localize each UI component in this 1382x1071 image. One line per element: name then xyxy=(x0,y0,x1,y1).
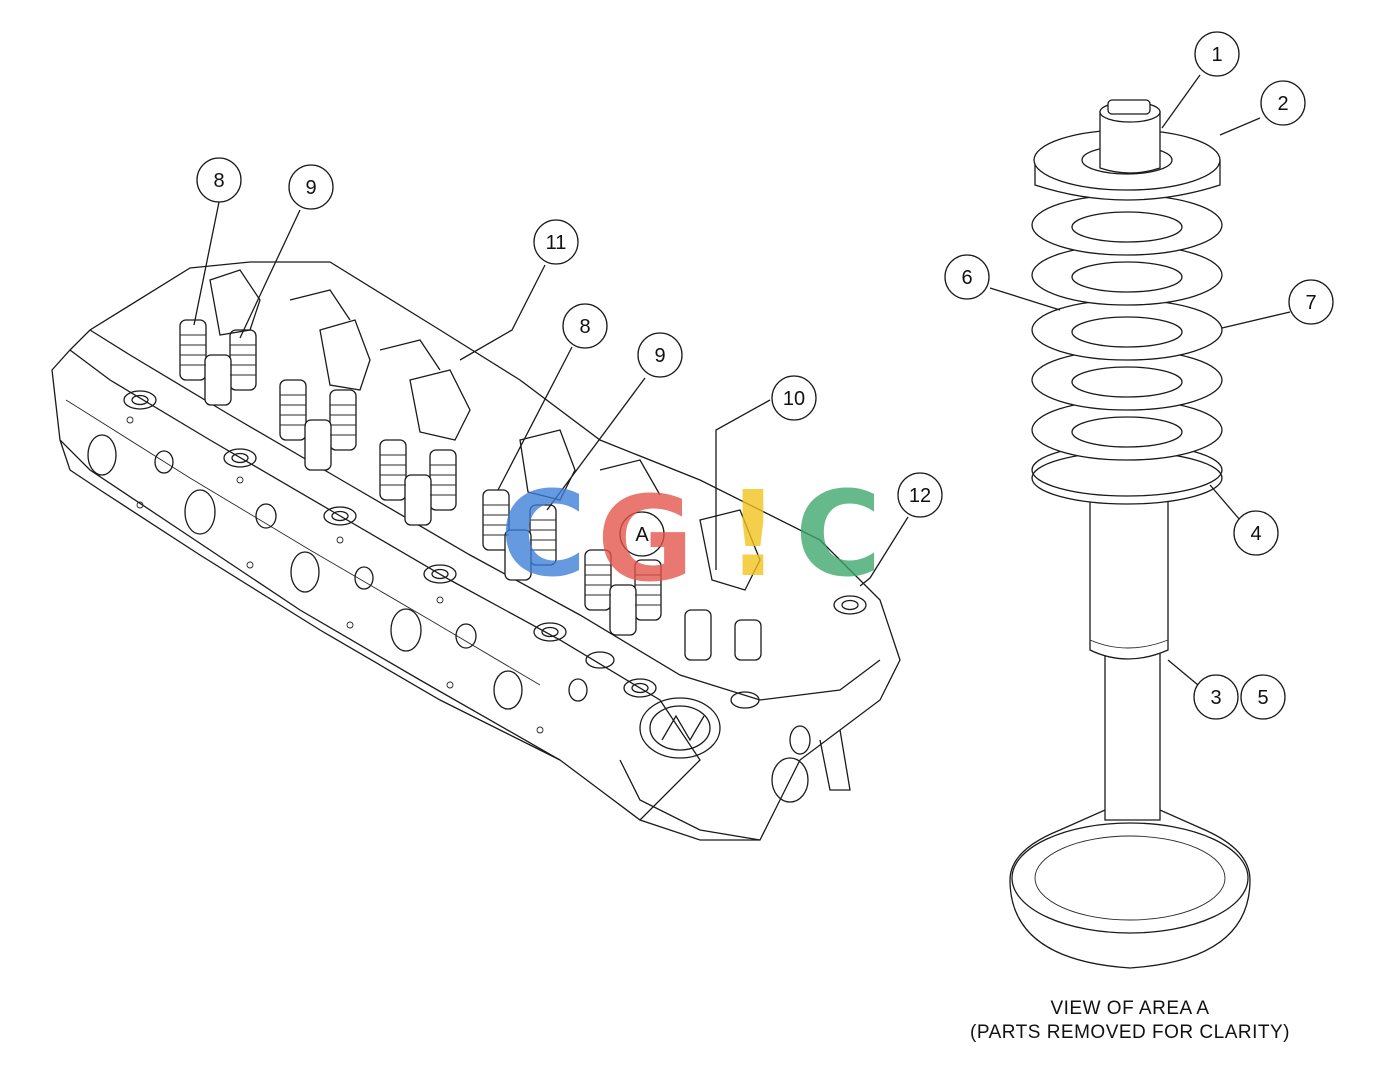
area-a-marker: A xyxy=(619,511,665,557)
svg-text:9: 9 xyxy=(654,345,665,367)
callout-10: 10 xyxy=(771,375,817,421)
svg-text:12: 12 xyxy=(909,485,931,507)
svg-text:11: 11 xyxy=(546,232,567,254)
valve-leader-lines xyxy=(989,74,1291,686)
watermark-letter-g: G xyxy=(597,470,694,608)
intake-port xyxy=(619,697,851,841)
svg-text:A: A xyxy=(635,524,649,546)
caption-line-2: (PARTS REMOVED FOR CLARITY) xyxy=(970,1022,1290,1043)
svg-text:5: 5 xyxy=(1257,687,1268,709)
callout-6: 6 xyxy=(944,254,990,300)
callout-1: 1 xyxy=(1194,31,1240,77)
valve-spring-stack-group xyxy=(179,269,762,661)
callout-3: 3 xyxy=(1193,674,1239,720)
svg-text:7: 7 xyxy=(1305,292,1316,314)
callout-9a: 9 xyxy=(288,164,334,210)
svg-text:8: 8 xyxy=(213,170,224,192)
svg-text:4: 4 xyxy=(1250,523,1261,545)
svg-text:1: 1 xyxy=(1211,44,1222,66)
callout-4: 4 xyxy=(1233,510,1279,556)
callout-5: 5 xyxy=(1240,674,1286,720)
svg-text:6: 6 xyxy=(961,267,972,289)
callout-8a: 8 xyxy=(196,157,242,203)
watermark-letter-c1: C xyxy=(500,465,587,603)
callout-11: 11 xyxy=(533,219,579,265)
svg-text:8: 8 xyxy=(579,316,590,338)
leader-lines xyxy=(193,201,909,587)
callout-7: 7 xyxy=(1288,279,1334,325)
watermark-logo: C G ! C xyxy=(500,465,882,608)
watermark-letter-c2: C xyxy=(795,465,882,603)
callout-12: 12 xyxy=(897,472,943,518)
watermark-letter-i: ! xyxy=(726,465,780,603)
callout-2: 2 xyxy=(1260,80,1306,126)
svg-text:10: 10 xyxy=(783,388,805,410)
callout-9b: 9 xyxy=(637,332,683,378)
callout-8b: 8 xyxy=(562,303,608,349)
svg-text:2: 2 xyxy=(1277,93,1288,115)
caption-line-1: VIEW OF AREA A xyxy=(1050,998,1210,1019)
svg-text:9: 9 xyxy=(305,177,316,199)
svg-text:3: 3 xyxy=(1210,687,1221,709)
cylinder-head-drawing xyxy=(51,261,901,841)
valve-assembly-detail xyxy=(1009,99,1251,969)
